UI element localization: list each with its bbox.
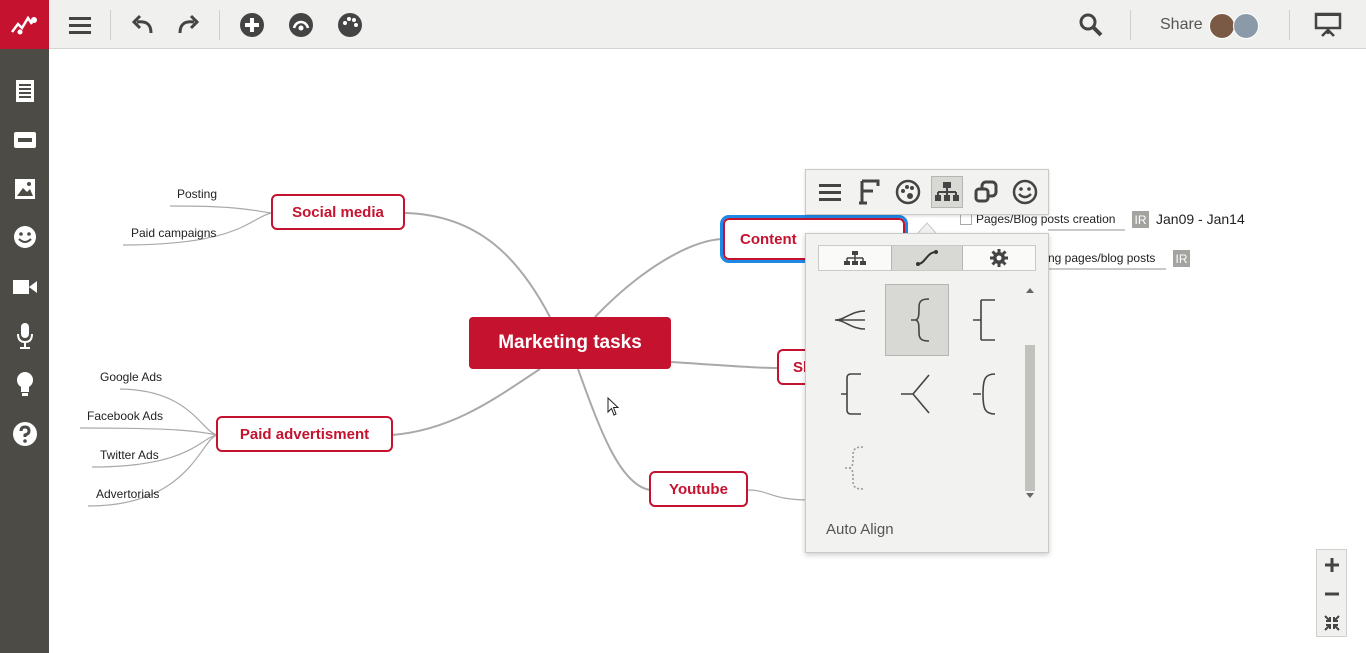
video-icon[interactable] <box>9 271 40 302</box>
leaf-twitter-ads[interactable]: Twitter Ads <box>100 448 159 462</box>
panel-tabs <box>818 245 1036 271</box>
toolbar-divider <box>1130 10 1131 40</box>
logo-icon <box>10 15 37 34</box>
zoom-out-icon[interactable] <box>1317 579 1346 608</box>
panel-toolbar <box>805 169 1049 215</box>
avatar[interactable] <box>1233 13 1259 39</box>
auto-align-button[interactable]: Auto Align <box>826 521 894 538</box>
palette-icon[interactable] <box>334 9 366 41</box>
leaf-posting[interactable]: Posting <box>177 187 218 201</box>
node-youtube[interactable]: Youtube <box>649 471 748 507</box>
leaf-advertorials[interactable]: Advertorials <box>96 487 160 501</box>
node-social-media[interactable]: Social media <box>271 194 405 230</box>
top-toolbar: Share <box>0 0 1366 49</box>
assignee-badge[interactable]: IR <box>1173 250 1190 267</box>
plus-circle-icon[interactable] <box>236 9 268 41</box>
mouse-cursor-icon <box>607 397 620 416</box>
connector-option-dotted[interactable] <box>819 432 883 504</box>
toolbar-divider <box>219 10 220 40</box>
font-icon[interactable] <box>853 176 885 208</box>
leaf-landing-pages[interactable]: ng pages/blog posts <box>1048 251 1156 265</box>
left-sidebar <box>0 49 49 653</box>
zoom-controls <box>1316 549 1347 637</box>
smiley-icon[interactable] <box>1009 176 1041 208</box>
panel-pointer <box>917 222 937 234</box>
redo-icon[interactable] <box>171 9 203 41</box>
tree-layout-icon[interactable] <box>819 246 891 270</box>
connector-option-rounded-bracket[interactable] <box>819 358 883 430</box>
undo-icon[interactable] <box>128 9 160 41</box>
panel-scrollbar[interactable] <box>1024 285 1036 501</box>
connector-option-soft-bracket[interactable] <box>951 358 1015 430</box>
connector-style-icon[interactable] <box>891 246 963 270</box>
shape-icon[interactable] <box>970 176 1002 208</box>
hamburger-icon[interactable] <box>64 9 96 41</box>
outline-icon[interactable] <box>9 75 40 106</box>
leaf-google-ads[interactable]: Google Ads <box>100 370 163 384</box>
help-icon[interactable] <box>9 418 40 449</box>
leaf-pages-blog-posts[interactable]: Pages/Blog posts creation <box>976 212 1116 226</box>
map-style-icon[interactable] <box>285 9 317 41</box>
connector-option-angle[interactable] <box>885 358 949 430</box>
share-button[interactable]: Share <box>1160 16 1203 33</box>
palette-icon[interactable] <box>892 176 924 208</box>
presentation-icon[interactable] <box>1312 9 1344 41</box>
app-logo[interactable] <box>0 0 49 49</box>
image-icon[interactable] <box>9 173 40 204</box>
toolbar-divider <box>1289 10 1290 40</box>
layout-icon[interactable] <box>931 176 963 208</box>
node-paid-advertisment[interactable]: Paid advertisment <box>216 416 393 452</box>
connector-option-bracket[interactable] <box>951 284 1015 356</box>
leaf-paid-campaigns[interactable]: Paid campaigns <box>131 226 217 240</box>
fit-screen-icon[interactable] <box>1317 608 1346 637</box>
connector-option-curly[interactable] <box>885 284 949 356</box>
connector-option-taper[interactable] <box>819 284 883 356</box>
zoom-in-icon[interactable] <box>1317 550 1346 579</box>
assignee-badge[interactable]: IR <box>1132 211 1149 228</box>
root-node[interactable]: Marketing tasks <box>469 317 671 369</box>
microphone-icon[interactable] <box>9 320 40 351</box>
search-icon[interactable] <box>1075 9 1107 41</box>
leaf-facebook-ads[interactable]: Facebook Ads <box>87 409 164 423</box>
settings-icon[interactable] <box>963 246 1035 270</box>
date-range: Jan09 - Jan14 <box>1156 211 1245 227</box>
toolbar-divider <box>110 10 111 40</box>
lightbulb-icon[interactable] <box>9 369 40 400</box>
format-panel: Auto Align <box>805 169 1049 553</box>
list-icon[interactable] <box>814 176 846 208</box>
emoji-icon[interactable] <box>9 221 40 252</box>
panel-body: Auto Align <box>805 233 1049 553</box>
link-icon[interactable] <box>9 124 40 155</box>
